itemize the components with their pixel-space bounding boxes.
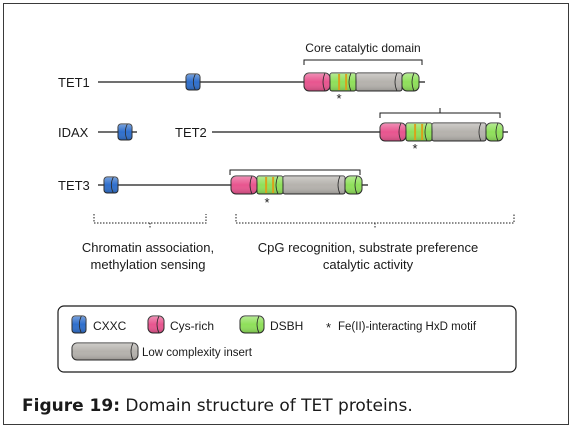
tet1-label: TET1	[58, 75, 90, 90]
tet3-low-complexity-insert	[282, 175, 346, 195]
figure-caption-text: Domain structure of TET proteins.	[120, 396, 413, 416]
tet2-cys-rich-domain	[379, 122, 407, 142]
figure-caption-label: Figure 19:	[22, 396, 120, 416]
tet2-core-bracket	[379, 108, 501, 118]
tet3-dsbh-domain-1	[256, 175, 284, 195]
legend-item-cxxc: CXXC	[71, 315, 127, 334]
legend-item-cys-rich: Cys-rich	[147, 315, 214, 334]
region-left-text-line2: methylation sensing	[91, 257, 206, 272]
tet2-low-complexity-insert	[431, 122, 487, 142]
tet3-cys-rich-domain	[230, 175, 258, 195]
tet2-label: TET2	[175, 125, 207, 140]
tet3-hxd-star: *	[264, 195, 269, 210]
legend-star-symbol: *	[326, 320, 331, 335]
region-right-bracket	[235, 214, 515, 229]
tet3-label: TET3	[58, 178, 90, 193]
tet2-domains	[379, 122, 504, 142]
tet1-cys-rich-domain	[303, 72, 331, 92]
tet1-dsbh-domain-2	[401, 72, 420, 92]
legend-low-complexity-swatch	[71, 342, 139, 361]
core-domain-label: Core catalytic domain	[305, 41, 420, 55]
tet3-core-bracket	[229, 169, 361, 175]
region-right-text-line2: catalytic activity	[323, 257, 414, 272]
legend-dsbh-label: DSBH	[270, 319, 303, 333]
legend-dsbh-swatch	[239, 315, 265, 334]
legend-cxxc-label: CXXC	[93, 319, 127, 333]
legend-fe-motif-label: Fe(II)-interacting HxD motif	[338, 321, 477, 333]
region-left-text-line1: Chromatin association,	[82, 240, 214, 255]
idax-label: IDAX	[58, 125, 89, 140]
tet2-hxd-star: *	[412, 141, 417, 156]
tet2-dsbh-domain-1	[405, 122, 433, 142]
region-right-text-line1: CpG recognition, substrate preference	[258, 240, 478, 255]
legend-cys-rich-label: Cys-rich	[170, 319, 214, 333]
tet2-dsbh-domain-2	[485, 122, 504, 142]
core-domain-bracket	[303, 59, 423, 65]
tet1-hxd-star: *	[336, 91, 341, 106]
region-left-bracket	[93, 214, 207, 229]
legend-item-dsbh: DSBH	[239, 315, 303, 334]
legend-cys-rich-swatch	[147, 315, 165, 334]
tet1-cxxc-domain	[185, 73, 201, 91]
legend-item-hxd-motif: * Fe(II)-interacting HxD motif	[326, 320, 477, 335]
figure-caption: Figure 19: Domain structure of TET prote…	[22, 396, 413, 416]
tet1-dsbh-domain-1	[329, 72, 357, 92]
legend-low-complexity-label: Low complexity insert	[142, 347, 253, 359]
tet3-dsbh-domain-2	[344, 175, 363, 195]
legend-box	[57, 305, 517, 373]
